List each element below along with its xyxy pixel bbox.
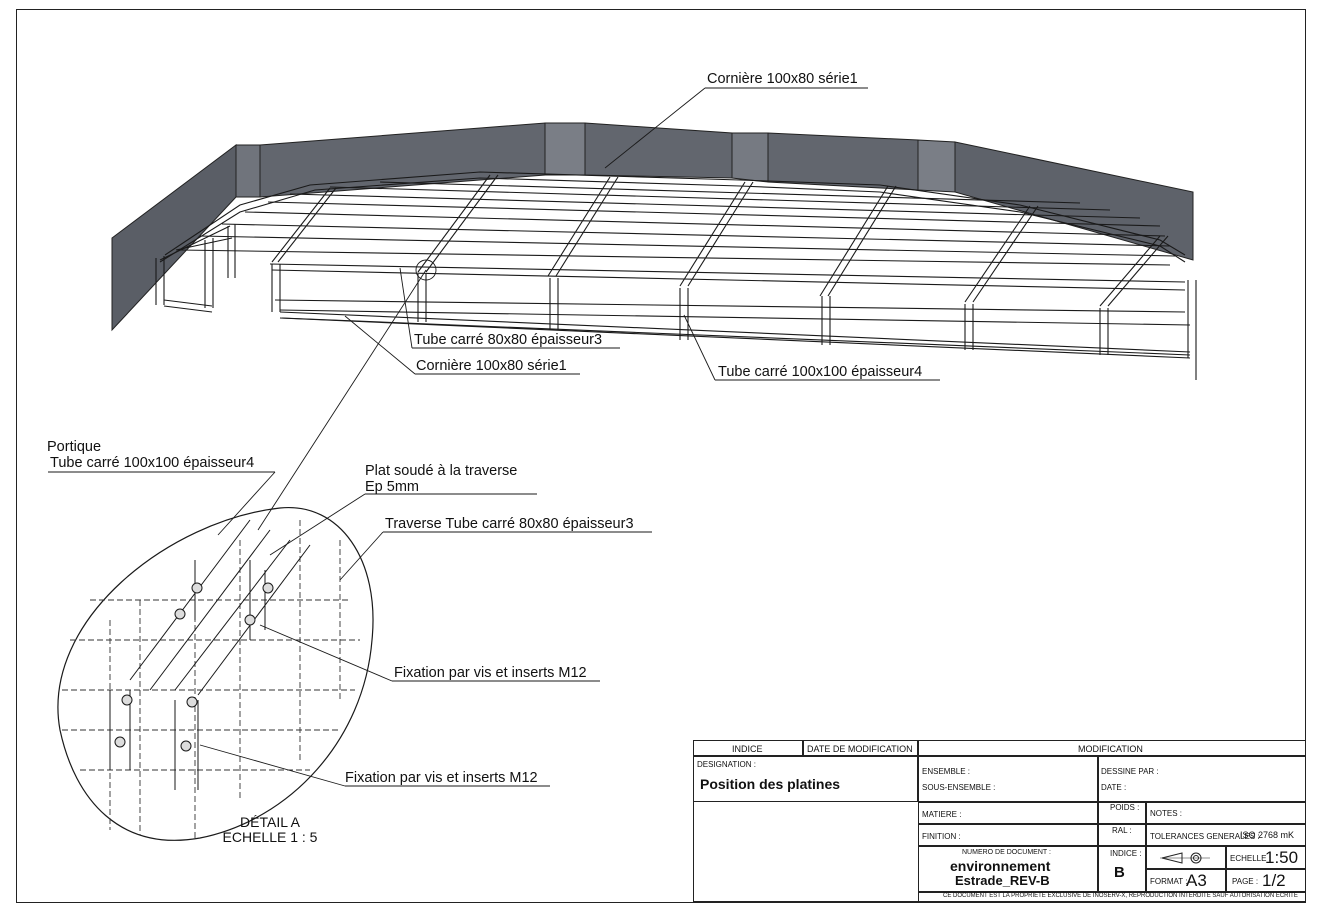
detail-a-marker xyxy=(415,259,437,281)
numero-value-2: Estrade_REV-B xyxy=(955,873,1050,888)
page-value: 1/2 xyxy=(1262,871,1286,890)
echelle-label: ECHELLE : xyxy=(1230,854,1271,863)
detail-scale: ECHELLE 1 : 5 xyxy=(222,829,318,845)
ral-label: RAL : xyxy=(1112,826,1132,835)
matiere-label: MATIERE : xyxy=(922,810,962,819)
designation-value: Position des platines xyxy=(700,776,841,792)
modification-header: MODIFICATION xyxy=(1078,744,1143,754)
sous-ensemble-label: SOUS-ENSEMBLE : xyxy=(922,783,996,792)
frame-structure xyxy=(155,171,1197,380)
tolerances-value: ISO 2768 mK xyxy=(1240,830,1295,840)
label-portique: Portique xyxy=(47,439,102,455)
drawing-sheet-border xyxy=(16,9,1306,903)
label-plat-2: Ep 5mm xyxy=(365,479,419,495)
ensemble-label: ENSEMBLE : xyxy=(922,767,971,776)
label-fixation-2: Fixation par vis et inserts M12 xyxy=(345,770,538,786)
label-corniere-top: Cornière 100x80 série1 xyxy=(707,71,858,87)
label-traverse: Traverse Tube carré 80x80 épaisseur3 xyxy=(385,516,634,532)
format-value: A3 xyxy=(1186,871,1207,890)
notes-label: NOTES : xyxy=(1150,809,1183,818)
numero-value-1: environnement xyxy=(950,858,1051,874)
format-label: FORMAT : xyxy=(1150,877,1188,886)
indice-header: INDICE xyxy=(732,744,763,754)
detail-title: DÉTAIL A xyxy=(240,814,300,830)
footer-notice: CE DOCUMENT EST LA PROPRIETE EXCLUSIVE D… xyxy=(943,893,1298,899)
page-label: PAGE : xyxy=(1232,877,1259,886)
back-wall xyxy=(111,122,1194,332)
designation-label: DESIGNATION : xyxy=(697,760,756,769)
finition-label: FINITION : xyxy=(922,832,961,841)
projection-symbol-icon xyxy=(1160,852,1210,864)
detail-a-view xyxy=(57,507,374,841)
dessine-par-label: DESSINE PAR : xyxy=(1101,767,1159,776)
date-header: DATE DE MODIFICATION xyxy=(807,744,913,754)
label-tube-100: Tube carré 100x100 épaisseur4 xyxy=(718,364,923,380)
label-corniere-mid: Cornière 100x80 série1 xyxy=(416,358,567,374)
echelle-value: 1:50 xyxy=(1265,848,1299,867)
label-fixation-1: Fixation par vis et inserts M12 xyxy=(394,665,587,681)
tolerances-label: TOLERANCES GENERALES : xyxy=(1150,832,1260,841)
numero-label: NUMERO DE DOCUMENT : xyxy=(962,849,1051,856)
indice-label: INDICE : xyxy=(1110,849,1142,858)
poids-label: POIDS : xyxy=(1110,803,1140,812)
label-portique-tube: Tube carré 100x100 épaisseur4 xyxy=(50,455,255,471)
leader-lines xyxy=(48,87,940,787)
label-tube-80: Tube carré 80x80 épaisseur3 xyxy=(414,332,603,348)
detail-caption: DÉTAIL A ECHELLE 1 : 5 xyxy=(210,815,330,845)
indice-value: B xyxy=(1114,864,1125,881)
date-label: DATE : xyxy=(1101,783,1127,792)
label-plat-1: Plat soudé à la traverse xyxy=(365,463,518,479)
